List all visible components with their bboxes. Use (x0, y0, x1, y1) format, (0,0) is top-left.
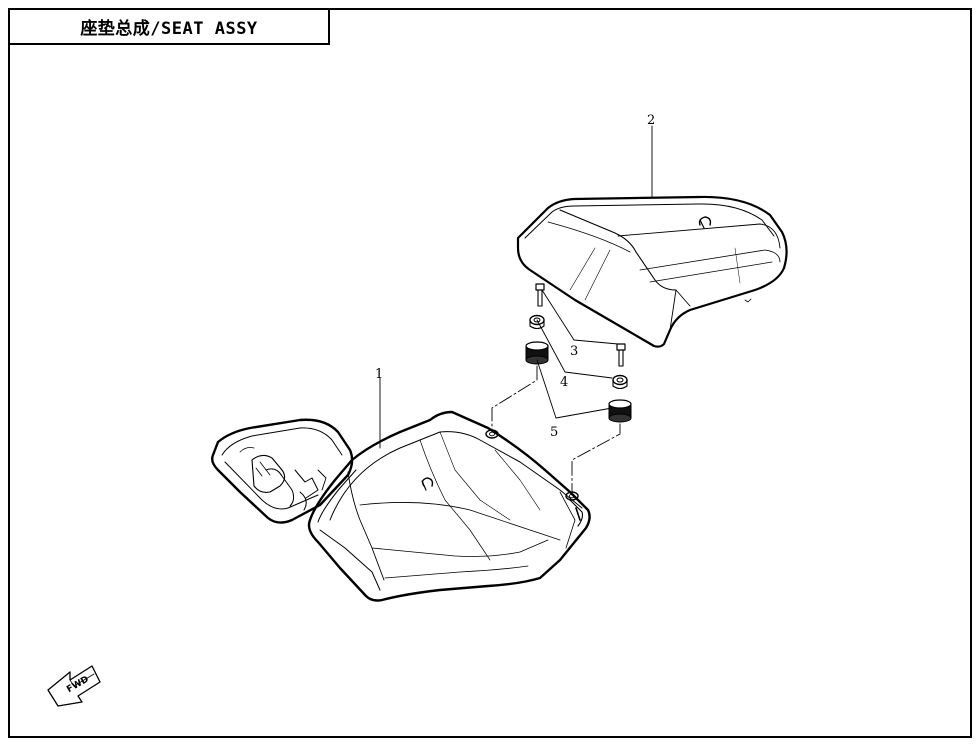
fwd-label: FWD (65, 675, 90, 695)
main-seat (210, 410, 591, 602)
callout-3: 3 (570, 344, 578, 359)
leader-lines (379, 125, 653, 449)
hardware-set-upper (525, 283, 549, 365)
page-title: 座垫总成/SEAT ASSY (80, 19, 258, 39)
hardware-set-lower (608, 343, 632, 423)
callout-4: 4 (560, 375, 568, 390)
rear-seat (516, 195, 788, 348)
callout-5: 5 (550, 425, 558, 440)
fwd-arrow-icon (47, 665, 101, 707)
callout-2: 2 (647, 113, 655, 128)
assembly-lines (491, 365, 621, 493)
title-box: 座垫总成/SEAT ASSY (8, 8, 330, 45)
drawing-frame (8, 8, 972, 738)
callout-1: 1 (375, 367, 383, 382)
